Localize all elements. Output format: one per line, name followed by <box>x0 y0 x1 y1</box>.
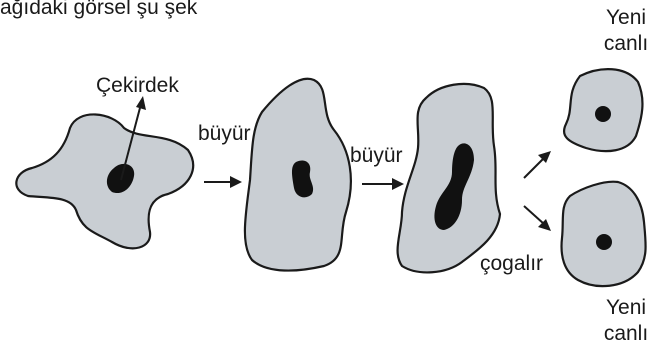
nucleus-pointer-arrow <box>120 96 146 181</box>
divides-label: çogalır <box>480 252 543 275</box>
daughter-cell-bottom-body <box>560 180 647 288</box>
cell-growing <box>243 77 352 272</box>
new-cell-bottom-line2: canlı <box>604 322 648 345</box>
cell-dividing-body <box>396 82 502 274</box>
divide-arrow-down <box>523 205 551 231</box>
daughter-cell-bottom <box>560 180 647 288</box>
cell-initial-body <box>15 113 195 250</box>
header-text: ağıdaki görsel şu şek <box>0 0 198 19</box>
daughter-cell-top <box>562 68 644 153</box>
new-cell-top-line1: Yeni <box>606 6 646 29</box>
divide-arrow-up <box>523 151 551 179</box>
nucleus-label: Çekirdek <box>96 74 179 97</box>
daughter-cell-top-nucleus <box>595 106 611 122</box>
new-cell-bottom-line1: Yeni <box>606 296 646 319</box>
new-cell-top-line2: canlı <box>604 32 648 55</box>
grow-arrow-1 <box>204 176 242 188</box>
cell-growing-nucleus <box>292 160 314 198</box>
cell-dividing <box>396 82 502 274</box>
cell-dividing-nucleus <box>434 143 474 230</box>
daughter-cell-bottom-nucleus <box>596 234 612 250</box>
cell-initial <box>15 113 195 250</box>
grow-arrow-2 <box>362 178 404 190</box>
grow-label-2: büyür <box>350 144 403 167</box>
grow-label-1: büyür <box>198 122 251 145</box>
